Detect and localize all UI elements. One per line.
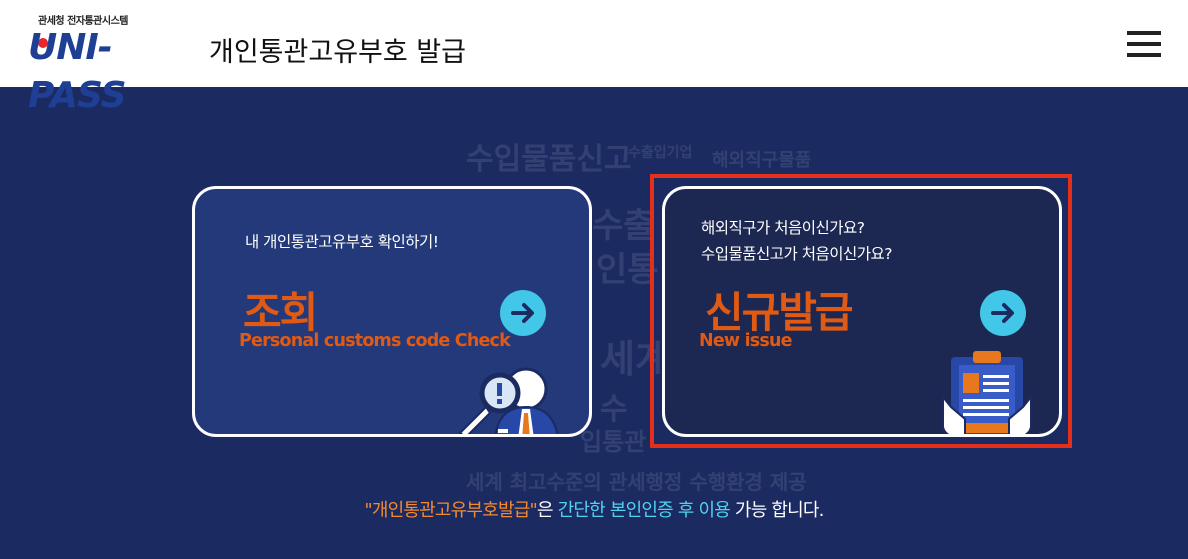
footer-service-name: "개인통관고유부호발급" bbox=[364, 500, 537, 521]
header-bar: 관세청 전자통관시스템 UNI-PASS 개인통관고유부호 발급 bbox=[0, 0, 1188, 116]
lookup-title: 조회 bbox=[243, 288, 318, 337]
footer-text-connector: 은 bbox=[536, 500, 558, 521]
lookup-intro: 내 개인통관고유부호 확인하기! bbox=[245, 233, 439, 251]
bg-word: 세계 최고수준의 관세행정 수행환경 제공 bbox=[466, 470, 807, 494]
new-issue-title: 신규발급 bbox=[705, 288, 854, 337]
new-issue-subtitle: New issue bbox=[699, 331, 793, 351]
new-issue-intro: 해외직구가 처음이신가요? 수입물품신고가 처음이신가요? bbox=[701, 215, 893, 267]
bg-word: 인통 bbox=[596, 250, 659, 290]
logo-subtitle: 관세청 전자통관시스템 bbox=[38, 16, 128, 27]
logo-dot-icon bbox=[38, 38, 48, 48]
arrow-right-icon[interactable] bbox=[980, 290, 1026, 336]
arrow-right-icon[interactable] bbox=[500, 290, 546, 336]
footer-text-end: 가능 합니다. bbox=[730, 500, 824, 521]
new-issue-card[interactable]: 해외직구가 처음이신가요? 수입물품신고가 처음이신가요? 신규발급 New i… bbox=[662, 186, 1062, 437]
bg-word: 세계 bbox=[600, 337, 670, 381]
new-issue-intro-line2: 수입물품신고가 처음이신가요? bbox=[701, 245, 893, 263]
unipass-logo[interactable]: 관세청 전자통관시스템 UNI-PASS bbox=[28, 12, 200, 116]
bg-word: 입통관 bbox=[580, 428, 647, 456]
footer-notice: "개인통관고유부호발급"은 간단한 본인인증 후 이용 가능 합니다. bbox=[0, 496, 1188, 522]
lookup-card[interactable]: 내 개인통관고유부호 확인하기! 조회 Personal customs cod… bbox=[192, 186, 592, 437]
bg-word: 해외직구물품 bbox=[712, 150, 812, 171]
bg-word: 수출 bbox=[592, 206, 655, 246]
footer-auth-text: 간단한 본인인증 후 이용 bbox=[557, 500, 731, 521]
clipboard-hands-icon bbox=[935, 347, 1035, 434]
magnifier-person-icon bbox=[450, 359, 570, 434]
hamburger-menu-icon[interactable] bbox=[1127, 31, 1161, 61]
logo-text: UNI-PASS bbox=[28, 27, 127, 116]
new-issue-intro-line1: 해외직구가 처음이신가요? bbox=[701, 219, 865, 237]
highlight-box bbox=[650, 174, 1072, 448]
lookup-subtitle: Personal customs code Check bbox=[239, 331, 511, 351]
bg-word: 수출입기업 bbox=[628, 145, 693, 161]
bg-word: 수입물품신고 bbox=[466, 142, 632, 177]
bg-word: 수 bbox=[600, 392, 628, 427]
page-title: 개인통관고유부호 발급 bbox=[209, 37, 466, 68]
